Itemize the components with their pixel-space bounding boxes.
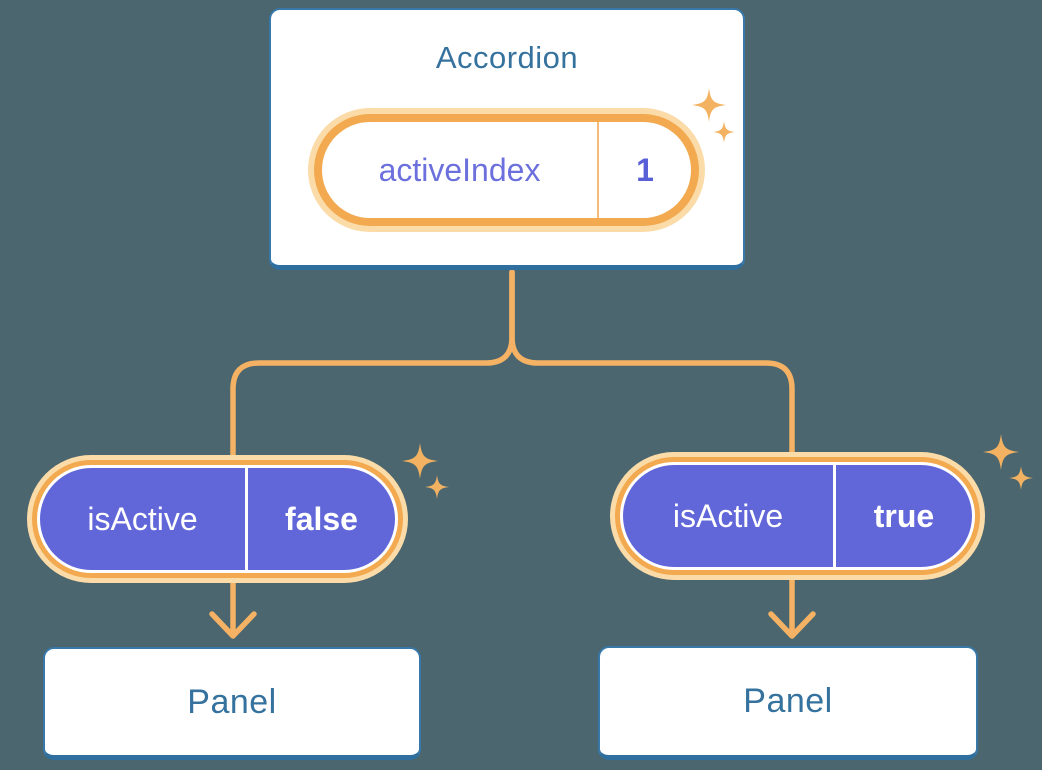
prop-pill-isactive-true: isActive true [610,452,985,580]
sparkle-icon [983,434,1019,470]
state-pill-value: 1 [636,151,654,188]
pill-divider [597,122,599,218]
sparkle-icon [1009,466,1033,490]
accordion-title: Accordion [435,40,579,75]
prop-pill-value: false [285,500,358,537]
panel-card: Panel [43,647,421,760]
prop-pill-value: true [873,497,935,534]
panel-title: Panel [743,682,833,720]
panel-title: Panel [187,682,277,721]
state-pill-label: activeIndex [378,151,541,188]
arrow-down-icon [768,611,816,639]
state-pill: activeIndex 1 [308,108,705,232]
sparkle-icon [713,121,735,143]
sparkle-icon [402,443,438,479]
panel-card: Panel [598,646,978,760]
pill-divider [833,465,836,567]
sparkle-icon [425,475,449,499]
connector-right [509,269,795,633]
prop-pill-label: isActive [87,500,198,537]
prop-pill-label: isActive [672,497,784,534]
accordion-card: Accordion activeIndex 1 [269,8,745,270]
sparkle-icon [692,88,726,122]
arrow-down-icon [209,611,257,639]
prop-pill-isactive-false: isActive false [27,455,408,583]
pill-divider [245,468,248,570]
